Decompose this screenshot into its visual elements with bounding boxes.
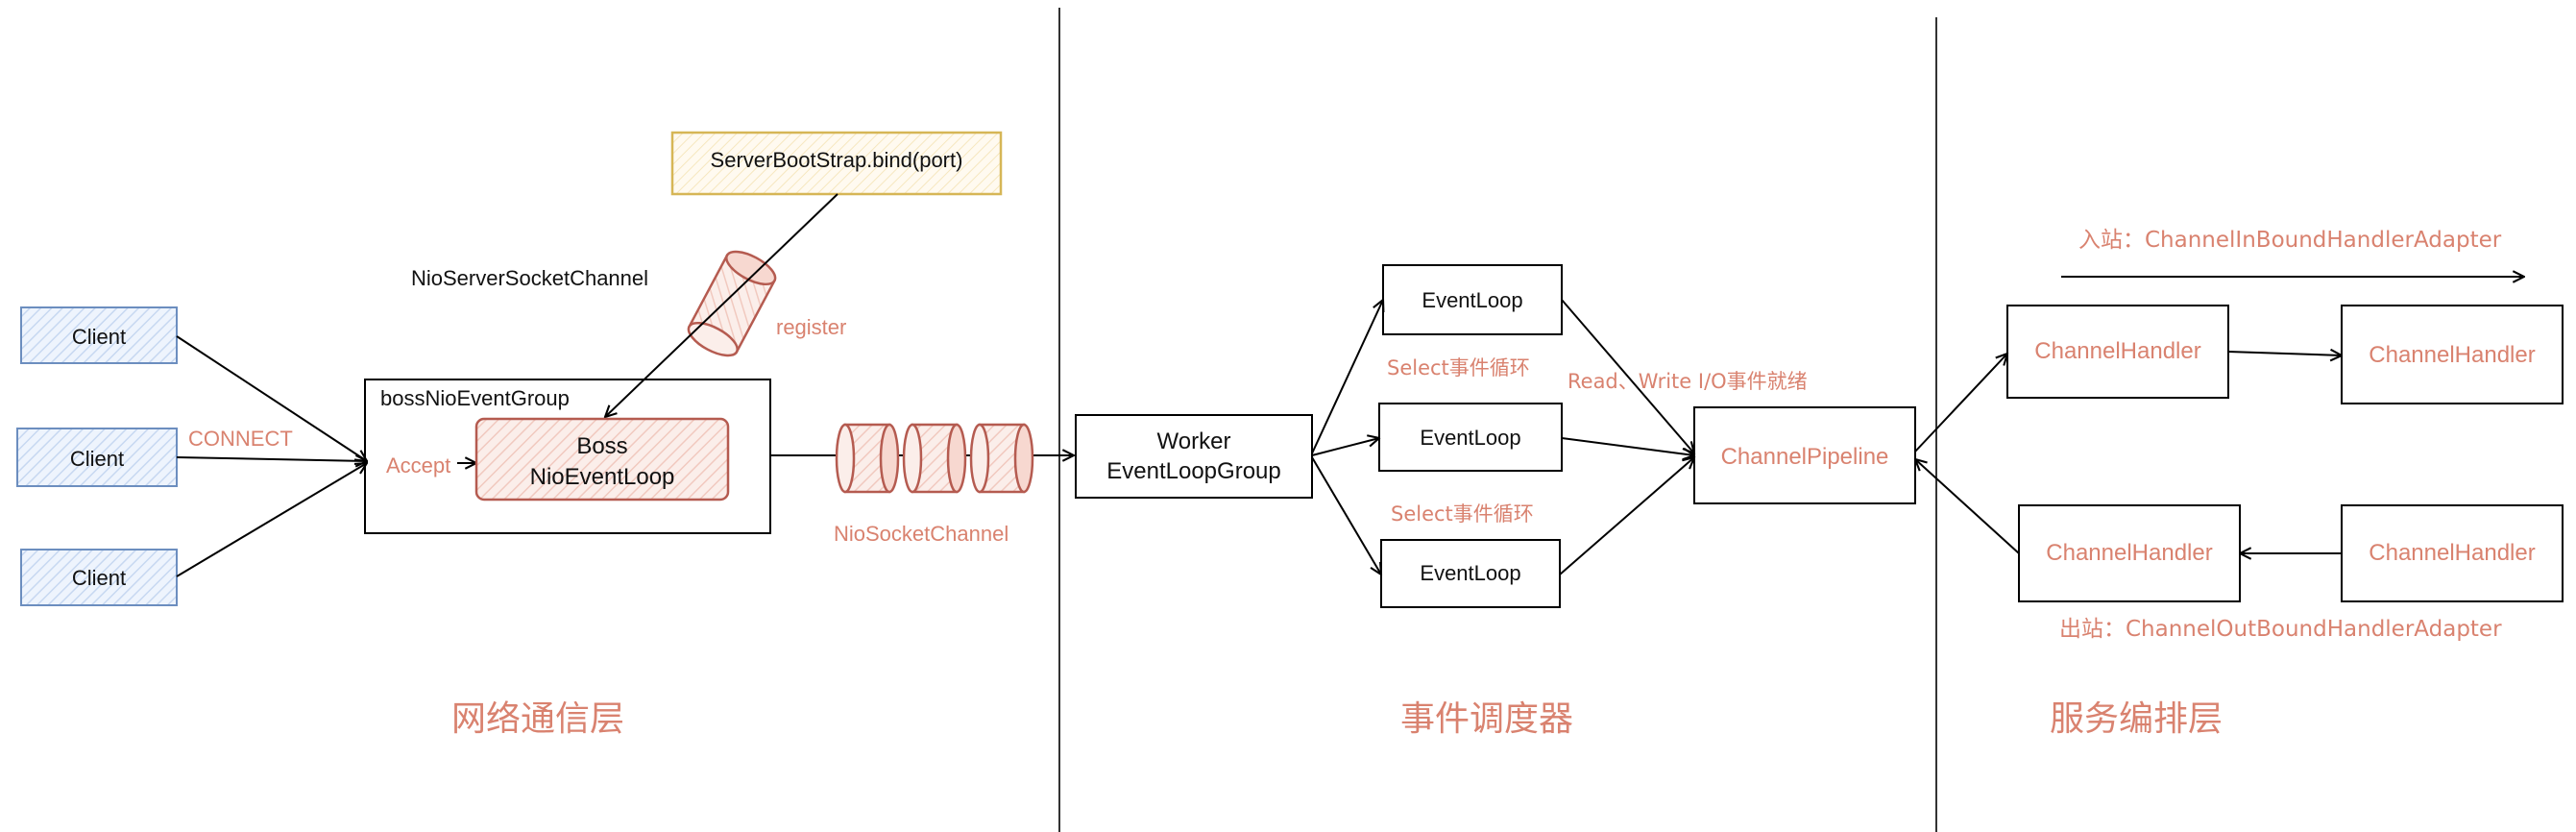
inbound-handler-arrow: [2227, 352, 2342, 355]
socket-channel-cylinder-3: [969, 423, 1034, 494]
client-label-2: Client: [70, 447, 124, 471]
network-layer-title: 网络通信层: [451, 699, 624, 739]
outbound-label: 出站：ChannelOutBoundHandlerAdapter: [2059, 617, 2502, 642]
worker-to-loop-2-arrow: [1311, 438, 1379, 456]
nio-server-socket-channel-label: NioServerSocketChannel: [411, 266, 648, 290]
nio-socket-channel-cylinders: [835, 423, 1034, 494]
bootstrap-box: [670, 131, 1003, 196]
connect-label: CONNECT: [188, 427, 293, 451]
bootstrap-to-boss-arrow: [605, 193, 838, 417]
select-loop-label-2: Select事件循环: [1391, 502, 1534, 526]
inbound-handler-box-2: ChannelHandler: [2341, 305, 2564, 404]
scheduler-layer-title: 事件调度器: [1400, 699, 1573, 739]
client-box-2: Client: [16, 428, 178, 487]
select-loop-label-1: Select事件循环: [1387, 356, 1530, 379]
client-box-1: Client: [20, 306, 178, 364]
loop-2-to-pipeline-arrow: [1561, 437, 1694, 455]
inbound-handler-box-1: ChannelHandler: [2006, 305, 2229, 399]
event-loop-box-3: EventLoop: [1380, 539, 1561, 608]
boss-loop-line-1: Boss: [576, 433, 627, 459]
worker-group-line-1: Worker: [1157, 428, 1231, 454]
client-label-1: Client: [72, 325, 126, 349]
event-loop-label-1: EventLoop: [1422, 288, 1522, 312]
client-1-arrow: [176, 335, 367, 461]
loop-1-to-pipeline-arrow: [1561, 299, 1694, 453]
boss-loop-line-2: NioEventLoop: [530, 464, 675, 490]
channel-pipeline-label: ChannelPipeline: [1721, 444, 1889, 470]
register-label: register: [776, 315, 846, 339]
event-loop-label-3: EventLoop: [1420, 561, 1520, 585]
loop-3-to-pipeline-arrow: [1559, 457, 1694, 575]
pipeline-to-inbound-arrow: [1914, 354, 2007, 453]
client-2-arrow: [176, 457, 367, 461]
register-channel-cylinder: [687, 250, 777, 357]
socket-channel-cylinder-2: [902, 423, 967, 494]
inbound-label: 入站：ChannelInBoundHandlerAdapter: [2078, 228, 2502, 253]
event-loop-box-2: EventLoop: [1378, 403, 1563, 472]
channel-pipeline-box: [1693, 406, 1916, 504]
outbound-handler-box-1: ChannelHandler: [2018, 504, 2241, 602]
nio-socket-channel-label: NioSocketChannel: [834, 522, 1009, 546]
worker-group-line-2: EventLoopGroup: [1106, 458, 1280, 484]
boss-group-label: bossNioEventGroup: [380, 386, 570, 410]
outbound-handler-label-1: ChannelHandler: [2046, 540, 2212, 566]
event-loop-box-1: EventLoop: [1382, 264, 1563, 335]
event-loop-label-2: EventLoop: [1420, 426, 1520, 450]
client-label-3: Client: [72, 566, 126, 590]
service-layer-title: 服务编排层: [2050, 699, 2223, 739]
io-ready-label: Read、Write I/O事件就绪: [1567, 370, 1808, 393]
worker-to-loop-3-arrow: [1311, 456, 1381, 575]
worker-group-box: [1075, 414, 1313, 499]
bootstrap-label: ServerBootStrap.bind(port): [711, 148, 963, 172]
client-box-3: Client: [20, 549, 178, 606]
boss-event-loop-box: [474, 417, 730, 502]
client-3-arrow: [176, 463, 367, 577]
socket-channel-cylinder-1: [835, 423, 900, 494]
outbound-to-pipeline-arrow: [1915, 459, 2020, 554]
outbound-handler-box-2: ChannelHandler: [2341, 504, 2564, 602]
accept-label: Accept: [386, 453, 450, 477]
outbound-handler-label-2: ChannelHandler: [2369, 540, 2535, 566]
inbound-handler-label-2: ChannelHandler: [2369, 342, 2535, 368]
worker-to-loop-1-arrow: [1311, 300, 1383, 454]
inbound-handler-label-1: ChannelHandler: [2034, 338, 2200, 364]
